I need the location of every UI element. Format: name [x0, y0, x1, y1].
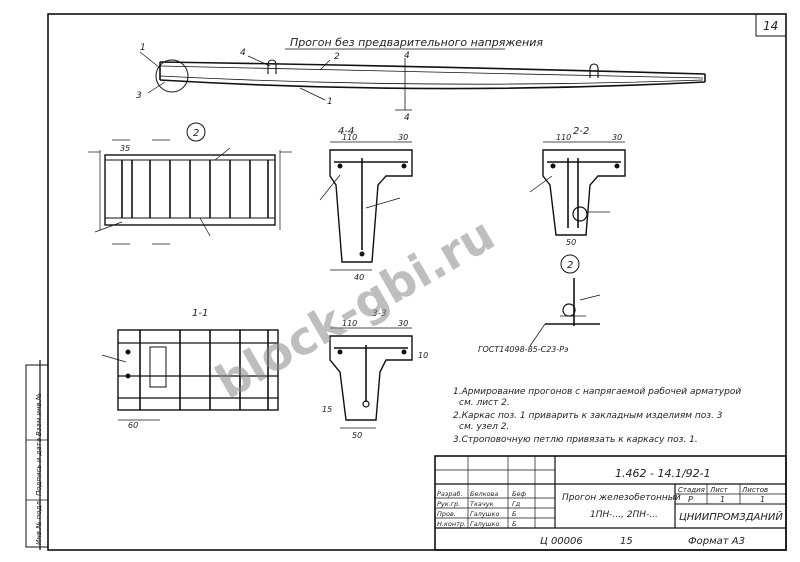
- s33-dim-110: 110: [342, 319, 357, 328]
- section-4-4-title: 4-4: [338, 126, 354, 137]
- s33-dim-10: 10: [418, 351, 428, 360]
- side-stamp-1: Инв.№ подл.: [35, 499, 43, 545]
- side-stamp-2: Подпись и дата: [35, 438, 43, 496]
- node-2: [529, 254, 601, 347]
- s22-dim-50: 50: [566, 238, 576, 247]
- sign-2: Гд: [512, 500, 521, 508]
- title-block: [434, 455, 787, 551]
- top-callout-4a: 4: [240, 48, 246, 58]
- note-1: 1.Армирование прогонов с напрягаемой раб…: [453, 387, 741, 397]
- notes: 1.Армирование прогонов с напрягаемой раб…: [453, 387, 741, 445]
- doc-code: 1.462 - 14.1/92-1: [615, 467, 711, 480]
- s44-dim-110: 110: [342, 133, 357, 142]
- note-2: 2.Каркас поз. 1 приварить к закладным из…: [453, 411, 723, 421]
- sheet-value: 1: [720, 495, 725, 504]
- bottom-code: Ц 00006: [540, 536, 583, 547]
- org-name: ЦНИИПРОМЗДАНИЙ: [679, 510, 783, 523]
- format-label: Формат А3: [688, 536, 745, 547]
- role-2: Рук.гр.: [437, 500, 460, 508]
- sign-3: Б: [512, 510, 517, 518]
- node2-marker: 2: [567, 260, 573, 271]
- s44-dim-40: 40: [354, 273, 364, 282]
- role-4: Н.контр.: [437, 520, 466, 528]
- side-stamp-3: Взам.инв.№: [35, 393, 43, 436]
- section-4-4: [319, 141, 413, 271]
- top-callout-3: 3: [136, 91, 142, 101]
- beam-elevation: [139, 51, 706, 111]
- top-callout-1: 1: [140, 43, 146, 53]
- sheet-header: Лист: [709, 486, 729, 494]
- product-name-1: Прогон железобетонный: [562, 493, 681, 503]
- section-2-2: [529, 141, 626, 236]
- side-stamp-box: [25, 364, 49, 548]
- name-4: Галушко: [470, 520, 499, 528]
- top-title: Прогон без предварительного напряжения: [290, 36, 543, 49]
- s11-dim-60: 60: [128, 421, 138, 430]
- product-name-2: 1ПН-..., 2ПН-...: [590, 510, 658, 520]
- plan-dim-35: 35: [120, 144, 130, 153]
- sheets-header: Листов: [741, 486, 768, 494]
- role-1: Разраб.: [437, 490, 463, 498]
- name-3: Галушко: [470, 510, 499, 518]
- s33-dim-50: 50: [352, 431, 362, 440]
- gost-label: ГОСТ14098-85-С23-Рэ: [478, 345, 569, 354]
- note-1b: см. лист 2.: [459, 398, 510, 408]
- sheet-frame: [47, 13, 787, 551]
- watermark: block-gbi.ru: [207, 207, 504, 410]
- section-1-1-title: 1-1: [192, 308, 208, 319]
- top-callout-1b: 1: [327, 97, 333, 107]
- role-3: Пров.: [437, 510, 456, 518]
- name-2: Ткачук: [470, 500, 494, 508]
- sign-1: Беф: [512, 490, 526, 498]
- bottom-number: 15: [620, 536, 633, 547]
- s22-dim-30: 30: [612, 133, 622, 142]
- cage-plan: [88, 122, 292, 245]
- name-1: Белкова: [470, 490, 498, 498]
- note-2b: см. узел 2.: [459, 422, 509, 432]
- s33-dim-30: 30: [398, 319, 408, 328]
- s33-dim-15: 15: [322, 405, 332, 414]
- sign-4: Б: [512, 520, 517, 528]
- stage-header: Стадия: [678, 486, 705, 494]
- s22-dim-110: 110: [556, 133, 571, 142]
- top-callout-4c: 4: [404, 113, 410, 123]
- page-number: 14: [763, 19, 778, 33]
- section-2-2-title: 2-2: [573, 126, 589, 137]
- note-3: 3.Строповочную петлю привязать к каркасу…: [453, 435, 698, 445]
- stage-value: Р: [688, 495, 693, 504]
- top-callout-4b: 4: [404, 51, 410, 61]
- page-number-box: [755, 13, 787, 37]
- plan-node-marker: 2: [193, 128, 199, 139]
- top-callout-2: 2: [334, 52, 340, 62]
- section-3-3-title: 3-3: [372, 309, 387, 319]
- s44-dim-30: 30: [398, 133, 408, 142]
- section-1-1: [101, 329, 279, 421]
- sheets-value: 1: [760, 495, 765, 504]
- section-3-3: [329, 327, 413, 429]
